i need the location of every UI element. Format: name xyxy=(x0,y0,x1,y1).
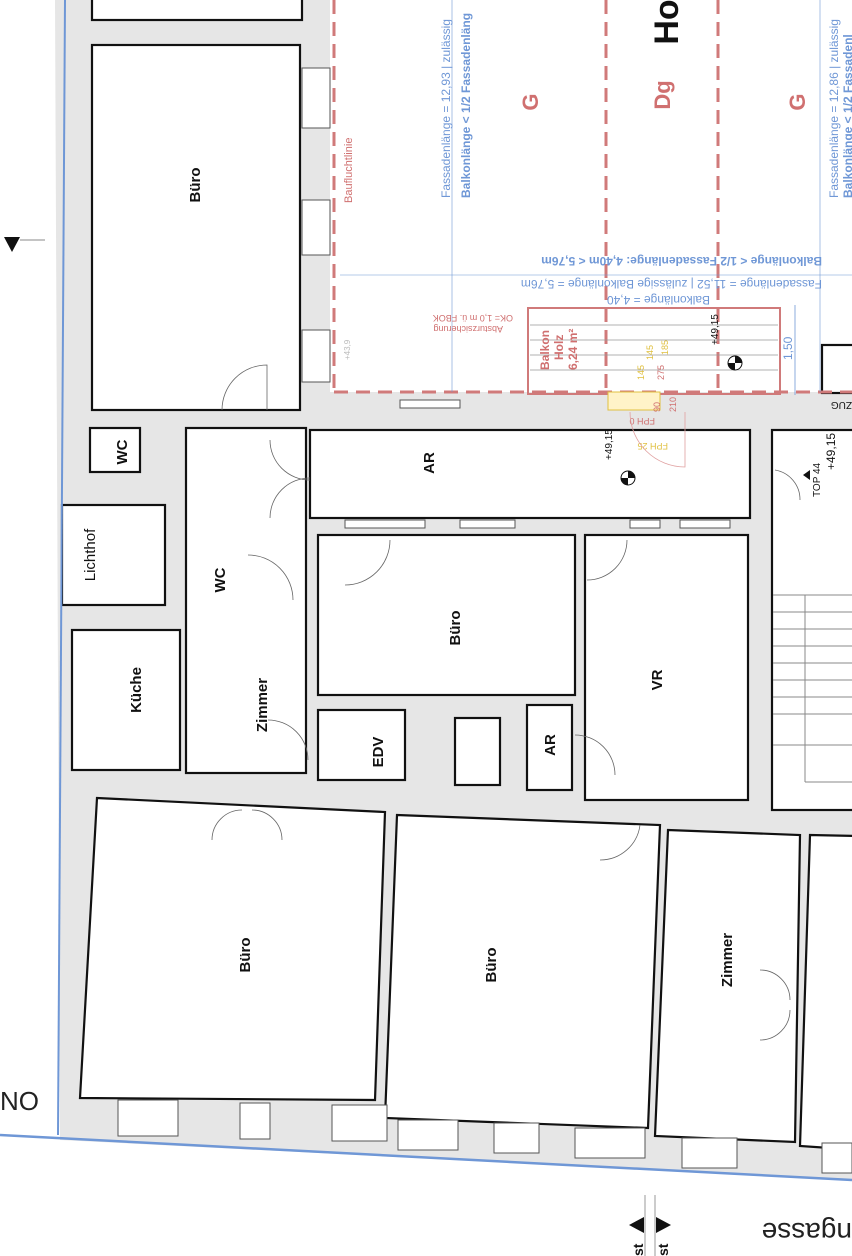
balcony-door-swing xyxy=(629,411,686,468)
room-zimmer-bottom-right xyxy=(653,828,802,1144)
room-ar-corridor xyxy=(308,428,752,520)
courtyard-title: Ho xyxy=(648,0,686,45)
dim-150: 1,50 xyxy=(781,336,795,360)
room-vr xyxy=(583,533,750,802)
room-buero-mid xyxy=(316,533,577,697)
label-buero-bottom-left: Büro xyxy=(237,938,254,973)
dim-2: 185 xyxy=(660,340,670,355)
section-arrow-top-icon xyxy=(4,237,20,252)
zone-g-right: G xyxy=(785,93,810,110)
room-lichthof xyxy=(60,503,167,607)
balcony-level: +49,15 xyxy=(710,314,721,345)
room-buero-bottom-left xyxy=(78,796,387,1102)
section-label-b: st xyxy=(655,1243,671,1256)
label-ar-corridor: AR xyxy=(421,452,438,474)
balcony-label-3: 6,24 m² xyxy=(566,329,580,370)
room-wc-top xyxy=(88,426,142,474)
dim-1: 145 xyxy=(636,365,646,380)
label-edv: EDV xyxy=(370,737,387,768)
zone-g-left: G xyxy=(518,93,543,110)
label-vr: VR xyxy=(649,669,666,690)
balcony-label-1: Balkon xyxy=(538,330,552,370)
boundary-lines xyxy=(332,0,852,394)
level-marker-balcony-icon xyxy=(727,355,743,371)
windows xyxy=(117,67,852,1174)
balcony-door xyxy=(607,391,661,411)
bottom-street-label: ngasse xyxy=(762,1217,852,1248)
dim-5: 210 xyxy=(668,397,678,412)
dim-3: 275 xyxy=(656,365,666,380)
room-buero-top xyxy=(90,43,302,412)
fassade-right-1: Fassadenlänge = 12,86 | zulässig xyxy=(827,19,841,198)
label-buero-top: Büro xyxy=(187,168,204,203)
label-buero-mid: Büro xyxy=(447,611,464,646)
stairs xyxy=(773,594,852,783)
dim-4: 90 xyxy=(652,402,662,412)
section-marker-bottom: st st xyxy=(629,1195,671,1256)
left-street-label: NO xyxy=(0,1086,39,1116)
dim-0: 145 xyxy=(645,345,655,360)
section-arrow-left-icon xyxy=(629,1217,644,1233)
top44-arrow-icon xyxy=(803,470,810,480)
room-top-partial xyxy=(90,0,304,22)
room-right-partial xyxy=(798,833,852,1151)
label-ar-small: AR xyxy=(542,734,559,756)
fph25: FPH 25 xyxy=(637,441,668,451)
top44-label: TOP 44 xyxy=(812,462,823,497)
elevator xyxy=(820,343,852,395)
level-top44: +49,15 xyxy=(824,433,838,470)
label-kueche: Küche xyxy=(128,667,145,713)
aufzug-label: ZUG xyxy=(831,399,852,410)
fassade-mid-1: Balkonlänge < 1/2 Fassadenlänge: 4,40m <… xyxy=(541,254,822,268)
level-door: +49,15 xyxy=(604,429,615,460)
zone-dg: Dg xyxy=(650,80,675,109)
fassade-right-2: Balkonlänge < 1/2 Fassadenl xyxy=(841,34,852,198)
door-swings xyxy=(211,364,801,1041)
balcony-label-2: Holz xyxy=(552,335,566,360)
fph0: FPH 0 xyxy=(629,416,655,426)
baufluchtlinie-label: Baufluchtlinie xyxy=(343,138,355,203)
fassade-mid-2: Fassadenlänge = 11,52 | zulässige Balkon… xyxy=(521,277,822,291)
level-marker-icon xyxy=(620,470,636,486)
balkonlaenge: Balkonlänge = 4,40 xyxy=(607,293,710,307)
stairwell xyxy=(770,428,852,812)
room-hallway xyxy=(184,426,308,775)
room-buero-bottom-mid xyxy=(383,813,662,1130)
label-buero-bottom-mid: Büro xyxy=(483,948,500,983)
blue-guide-lines xyxy=(0,0,852,1182)
label-wc: WC xyxy=(212,567,229,592)
label-lichthof: Lichthof xyxy=(82,528,99,581)
label-wc-top: WC xyxy=(114,439,131,464)
section-arrow-right-icon xyxy=(656,1217,671,1233)
label-zimmer-left: Zimmer xyxy=(254,678,271,732)
absturz-ok: OK= 1,0 m ü. FBOK xyxy=(433,313,513,323)
room-edv xyxy=(316,708,407,782)
label-zimmer-bottom-right: Zimmer xyxy=(719,933,736,987)
courtyard xyxy=(333,0,852,392)
fassade-left-1: Fassadenlänge = 12,93 | zulässig xyxy=(439,19,453,198)
level-faint: +43,9 xyxy=(343,339,352,360)
room-kueche xyxy=(70,628,182,772)
absturz-label: Absturzsicherung xyxy=(433,324,503,334)
room-shaft xyxy=(453,716,502,787)
section-label-a: st xyxy=(630,1243,646,1256)
fassade-left-2: Balkonlänge < 1/2 Fassadenläng xyxy=(459,13,473,198)
room-ar-small xyxy=(525,703,574,792)
